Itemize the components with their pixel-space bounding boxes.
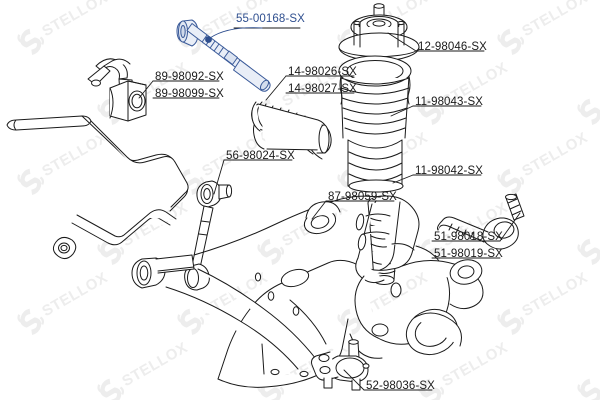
part-stabilizer-bushing [109, 80, 147, 122]
part-label-12-98046-sx: 12-98046-SX [418, 41, 487, 53]
part-label-14-98026-sx: 14-98026-SX [288, 66, 357, 78]
part-label-52-98036-sx: 52-98036-SX [366, 380, 435, 392]
leader-lines [138, 27, 521, 391]
part-label-87-98059-sx: 87-98059-SX [328, 191, 397, 203]
part-stabilizer-link [184, 180, 233, 291]
part-label-89-98099-sx: 89-98099-SX [155, 88, 224, 100]
part-steering-knuckle [349, 201, 484, 359]
part-strut-dust-cover [338, 55, 412, 193]
part-label-14-98027-sx: 14-98027-SX [288, 83, 357, 95]
part-stabilizer-bar [6, 115, 189, 260]
part-label-56-98024-sx: 56-98024-SX [226, 150, 295, 162]
part-label-11-98043-sx: 11-98043-SX [415, 96, 484, 108]
part-label-89-98092-sx: 89-98092-SX [155, 71, 224, 83]
part-label-11-98042-sx: 11-98042-SX [415, 165, 484, 177]
part-label-51-98019-sx: 51-98019-SX [434, 248, 503, 260]
part-control-arm [131, 195, 420, 388]
part-rack-boot [251, 101, 332, 160]
part-label-55-00168-sx: 55-00168-SX [236, 13, 305, 25]
part-lower-ball-joint [311, 339, 370, 391]
part-label-51-98018-sx: 51-98018-SX [434, 231, 503, 243]
